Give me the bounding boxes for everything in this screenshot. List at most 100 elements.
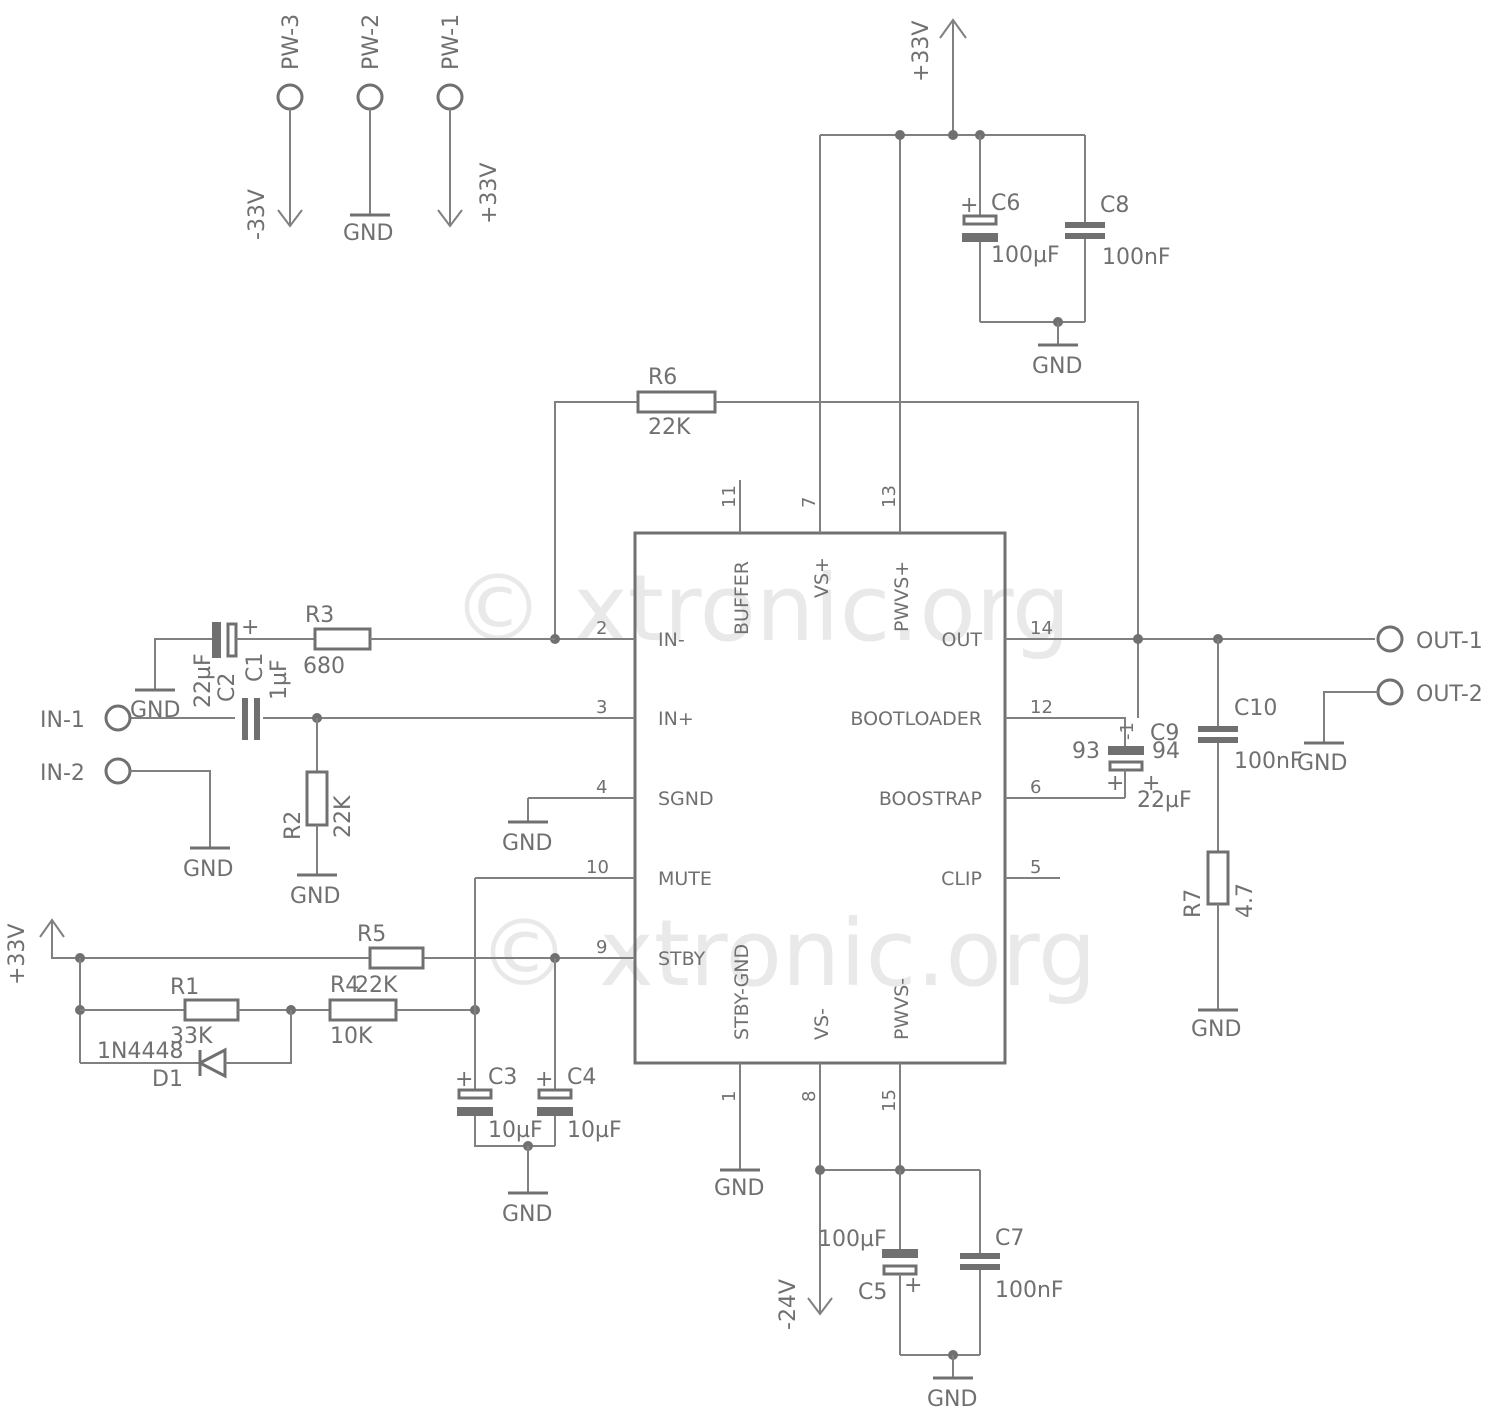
gnd-sgnd: GND — [502, 798, 552, 856]
input-connectors: IN-1 IN-2 GND — [40, 704, 233, 882]
label-pw3: PW-3 — [279, 14, 304, 70]
pin-14: 14 — [1030, 618, 1053, 639]
resistor-r2: R2 22K GND — [281, 713, 356, 909]
label-gnd-c5: GND — [927, 1387, 977, 1412]
pin-name-in-plus: IN+ — [658, 708, 694, 730]
amplifier-ic: 2 3 4 10 9 14 12 6 5 11 7 13 1 8 15 IN- … — [80, 135, 1375, 1295]
label-gnd-out2: GND — [1297, 751, 1347, 776]
pin-2: 2 — [596, 618, 607, 639]
polarity-c2: + — [241, 615, 259, 640]
gnd-c6-c8: GND — [980, 317, 1085, 379]
pad-pw3 — [276, 83, 304, 111]
pin-12: 12 — [1030, 697, 1053, 718]
label-r3-value: 680 — [303, 654, 345, 679]
label-r6-value: 22K — [648, 415, 691, 440]
label-minus33v: -33V — [245, 189, 270, 240]
label-c8-value: 100nF — [1102, 245, 1171, 270]
pin-8: 8 — [799, 1091, 820, 1102]
resistor-r3: R3 680 — [303, 603, 555, 679]
capacitor-c8: C8 100nF — [1065, 135, 1171, 322]
label-in2: IN-2 — [40, 761, 85, 786]
capacitor-c4: + C4 10µF — [535, 953, 622, 1146]
pin-15: 15 — [879, 1089, 900, 1112]
label-gnd-pin1: GND — [714, 1176, 764, 1201]
label-c5-value: 100µF — [818, 1227, 887, 1252]
label-gnd-in2: GND — [183, 857, 233, 882]
pin-11: 11 — [719, 485, 740, 508]
supply-left-plus33v: +33V — [5, 918, 85, 1063]
label-r7-name: R7 — [1181, 889, 1206, 918]
resistor-r6: R6 22K — [554, 365, 1139, 718]
label-out1: OUT-1 — [1416, 629, 1483, 654]
polarity-c4: + — [535, 1067, 553, 1092]
label-gnd-pw2: GND — [343, 221, 393, 246]
label-gnd-c6: GND — [1032, 354, 1082, 379]
label-pw1: PW-1 — [439, 14, 464, 70]
pin-name-buffer: BUFFER — [731, 561, 753, 635]
pin-name-clip: CLIP — [941, 868, 982, 890]
pin-name-bootloader: BOOTLOADER — [850, 708, 982, 730]
label-c3-name: C3 — [488, 1065, 517, 1090]
capacitor-c6: + C6 100µF — [960, 135, 1060, 322]
label-c5-name: C5 — [858, 1280, 887, 1305]
capacitor-c5: 100µF C5 + — [818, 1170, 922, 1355]
gnd-c5-c7: GND — [900, 1350, 980, 1412]
capacitor-c9: C9 93 94 -1 + + 22µF — [1072, 717, 1192, 813]
pin-name-out: OUT — [942, 629, 983, 651]
label-c9-name: C9 — [1150, 721, 1179, 746]
label-gnd-sgnd: GND — [502, 831, 552, 856]
label-c1-name: C1 — [243, 653, 268, 682]
label-r3-name: R3 — [305, 603, 334, 628]
label-gnd-r2: GND — [290, 884, 340, 909]
label-d1-value: 1N4448 — [97, 1039, 183, 1064]
polarity-c3: + — [455, 1067, 473, 1092]
label-c4-value: 10µF — [567, 1118, 622, 1143]
pin-name-mute: MUTE — [658, 868, 712, 890]
label-gnd-c3: GND — [502, 1202, 552, 1227]
pin-1: 1 — [719, 1091, 740, 1102]
label-r1-name: R1 — [170, 975, 199, 1000]
gnd-pin1: GND — [714, 1168, 764, 1201]
pin-4: 4 — [596, 777, 607, 798]
pin-name-pwvs-plus: PWVS+ — [891, 561, 913, 632]
resistor-r1: R1 33K — [80, 975, 330, 1049]
pin-name-boostrap: BOOSTRAP — [879, 788, 982, 810]
pin-10: 10 — [586, 857, 609, 878]
pin-name-sgnd: SGND — [658, 788, 714, 810]
label-minus24v: -24V — [776, 1279, 801, 1330]
label-r7-value: 4.7 — [1233, 883, 1258, 918]
label-c10-value: 100nF — [1234, 749, 1303, 774]
capacitor-c1: C1 1µF — [235, 653, 292, 740]
label-r5-name: R5 — [357, 922, 386, 947]
label-plus33v-left: +33V — [5, 924, 30, 985]
label-c1-value: 1µF — [267, 659, 292, 700]
label-r6-name: R6 — [648, 365, 677, 390]
pin-6: 6 — [1030, 777, 1041, 798]
capacitor-c7: C7 100nF — [960, 1170, 1064, 1355]
supply-minus24v: -24V — [776, 1165, 980, 1330]
label-gnd-r7: GND — [1191, 1017, 1241, 1042]
label-r4-name: R4 — [330, 973, 359, 998]
capacitor-c10: C10 100nF — [1198, 639, 1303, 852]
pad-in1 — [104, 704, 132, 732]
label-c9-pin-mark: -1 — [1117, 722, 1138, 740]
polarity-c9-left: + — [1106, 771, 1124, 796]
polarity-c9-right: + — [1142, 771, 1160, 796]
pin-name-vs-minus: VS- — [811, 1008, 833, 1040]
label-c2-name: C2 — [215, 673, 240, 702]
label-gnd-c2: GND — [130, 698, 180, 723]
pin-13: 13 — [879, 485, 900, 508]
polarity-c5: + — [904, 1273, 922, 1298]
label-pw2: PW-2 — [359, 14, 384, 70]
label-c9-pin-b: 94 — [1152, 739, 1180, 764]
pad-in2 — [104, 757, 132, 785]
pin-9: 9 — [596, 937, 607, 958]
gnd-c3-c4: GND — [502, 1141, 552, 1227]
label-out2: OUT-2 — [1416, 682, 1483, 707]
pin-name-stby-gnd: STBY-GND — [731, 944, 753, 1040]
pad-out2 — [1376, 678, 1404, 706]
pad-pw2 — [356, 83, 384, 111]
label-r5-value: 22K — [355, 973, 398, 998]
supply-plus33v: +33V — [820, 18, 1085, 140]
